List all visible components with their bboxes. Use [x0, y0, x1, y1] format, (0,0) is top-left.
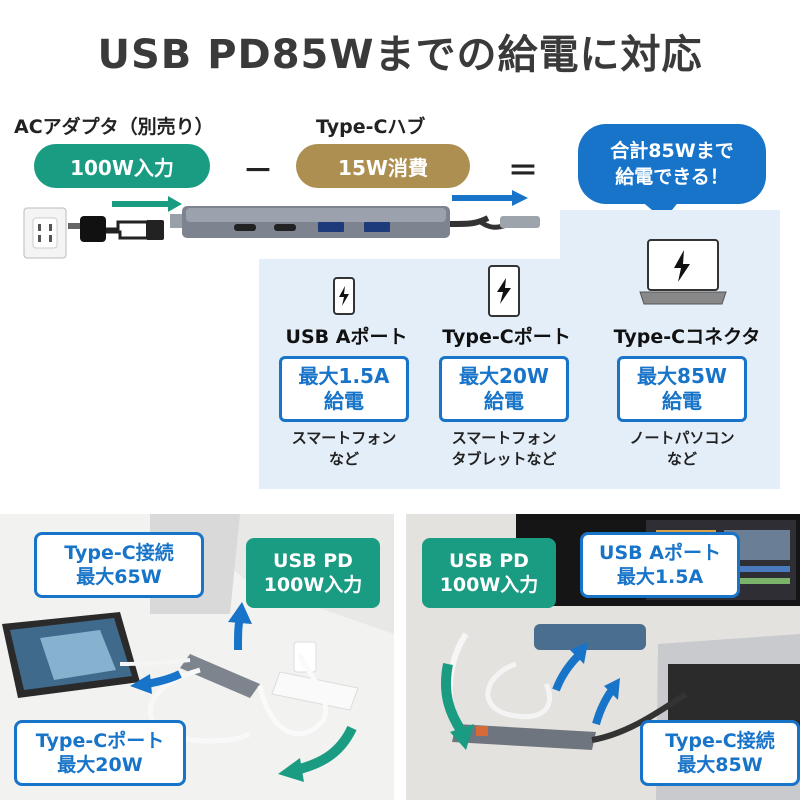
callout-right-typec-connect-line1: Type-C接続: [665, 730, 775, 752]
callout-left-pd-line1: USB PD: [273, 550, 353, 572]
port-limit-typec-connector-line1: 最大85W: [637, 364, 727, 388]
ac-adapter-icon: [68, 216, 164, 242]
adapter-value-pill: 100W入力: [34, 144, 210, 188]
callout-left-typec-port: Type-Cポート 最大20W: [14, 720, 186, 786]
port-devices-usba-line1: スマートフォン: [291, 429, 397, 447]
smartphone-icon: [333, 277, 355, 315]
port-devices-typec: スマートフォン タブレットなど: [424, 428, 584, 470]
port-devices-typec-connector-line2: など: [666, 450, 697, 468]
usb-hub-icon: [170, 206, 540, 238]
callout-right-usba-line2: 最大1.5A: [616, 566, 704, 588]
callout-right-usba: USB Aポート 最大1.5A: [580, 532, 740, 598]
callout-right-usba-line1: USB Aポート: [599, 542, 721, 564]
hub-label: Type-Cハブ: [316, 116, 426, 138]
port-devices-typec-connector-line1: ノートパソコン: [629, 429, 735, 447]
output-arrow-icon: [452, 190, 528, 206]
port-limit-usba-line2: 給電: [324, 389, 364, 413]
port-devices-typec-line2: タブレットなど: [451, 450, 557, 468]
callout-left-typec-connect: Type-C接続 最大65W: [34, 532, 204, 598]
result-bubble: 合計85Wまで 給電できる！: [578, 124, 766, 204]
port-name-typec: Type-Cポート: [442, 326, 571, 348]
adapter-label: ACアダプタ（別売り）: [14, 116, 214, 138]
photo-right: USB PD 100W入力 USB Aポート 最大1.5A Type-C接続 最…: [406, 514, 800, 800]
callout-left-pd: USB PD 100W入力: [246, 538, 380, 608]
callout-right-pd: USB PD 100W入力: [422, 538, 556, 608]
result-line1: 合計85Wまで: [610, 140, 734, 162]
callout-left-typec-port-line2: 最大20W: [57, 754, 143, 776]
port-devices-usba: スマートフォン など: [264, 428, 424, 470]
port-devices-usba-line2: など: [328, 450, 359, 468]
port-limit-typec-connector: 最大85W 給電: [617, 356, 747, 422]
port-limit-typec-line2: 給電: [484, 389, 524, 413]
port-limit-usba: 最大1.5A 給電: [279, 356, 409, 422]
input-arrow-icon: [112, 196, 182, 212]
minus-sign: －: [243, 154, 273, 189]
laptop-icon: [639, 239, 727, 305]
page-title: USB PD85Wまでの給電に対応: [97, 32, 703, 78]
callout-left-typec-connect-line1: Type-C接続: [64, 542, 174, 564]
callout-right-pd-line1: USB PD: [449, 550, 529, 572]
port-name-typec-connector: Type-Cコネクタ: [613, 326, 761, 348]
callout-right-pd-line2: 100W入力: [439, 574, 539, 596]
callout-left-typec-port-line1: Type-Cポート: [35, 730, 165, 752]
port-devices-typec-connector: ノートパソコン など: [602, 428, 762, 470]
tablet-photo-icon: [2, 612, 140, 698]
photo-left: Type-C接続 最大65W USB PD 100W入力 Type-Cポート 最…: [0, 514, 394, 800]
callout-left-pd-line2: 100W入力: [263, 574, 363, 596]
callout-right-typec-connect-line2: 最大85W: [677, 754, 763, 776]
equals-sign: ＝: [508, 154, 538, 189]
callout-right-typec-connect: Type-C接続 最大85W: [640, 720, 800, 786]
result-line2: 給電できる！: [615, 166, 729, 188]
tablet-icon: [488, 265, 520, 317]
port-devices-typec-line1: スマートフォン: [451, 429, 557, 447]
port-name-usba: USB Aポート: [285, 326, 408, 348]
port-limit-typec-line1: 最大20W: [459, 364, 549, 388]
hub-illustration: [23, 190, 540, 259]
port-limit-typec: 最大20W 給電: [439, 356, 569, 422]
callout-left-typec-connect-line2: 最大65W: [76, 566, 162, 588]
hub-value-pill: 15W消費: [296, 144, 470, 188]
port-limit-typec-connector-line2: 給電: [662, 389, 702, 413]
port-limit-usba-line1: 最大1.5A: [298, 364, 390, 388]
wall-outlet-icon: [23, 207, 67, 259]
